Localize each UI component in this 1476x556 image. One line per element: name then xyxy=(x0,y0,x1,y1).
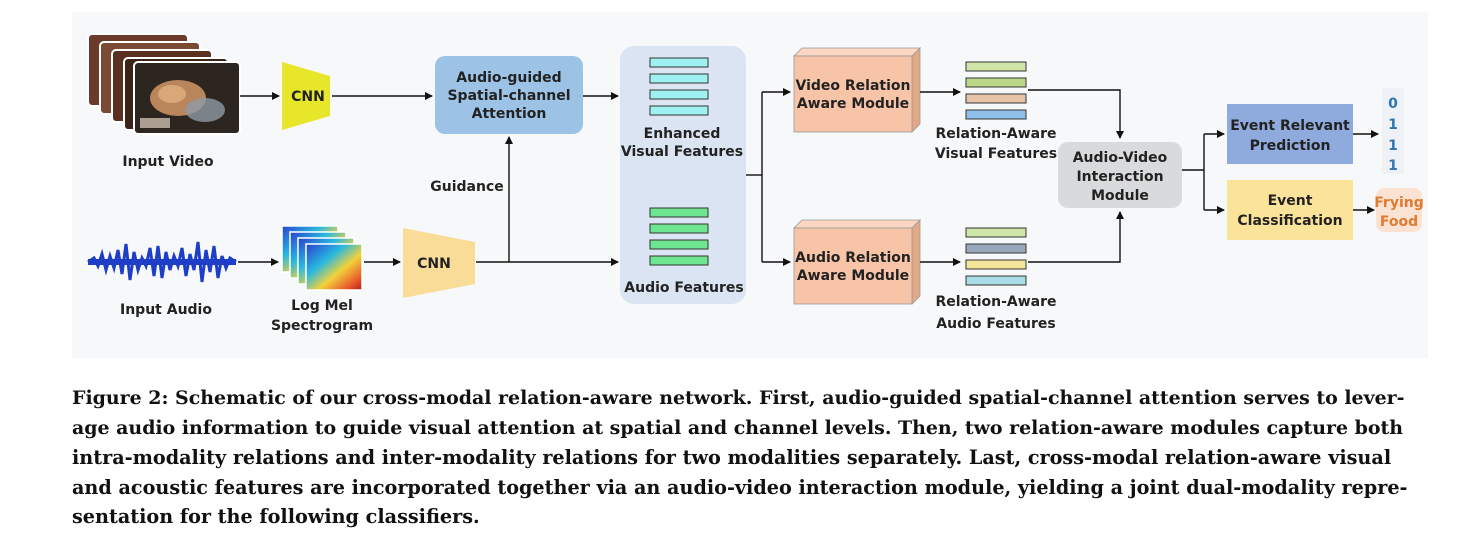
interaction-label-3: Module xyxy=(1091,188,1149,204)
log-mel-spectrogram xyxy=(281,225,363,291)
audio-features-label: Audio Features xyxy=(624,280,743,296)
enhanced-visual-feature-stack xyxy=(649,57,709,116)
ra-visual-label-2: Visual Features xyxy=(935,146,1057,162)
interaction-module xyxy=(1058,142,1182,208)
figure-caption: Figure 2: Schematic of our cross-modal r… xyxy=(72,384,1412,532)
ra-audio-label-2: Audio Features xyxy=(936,316,1055,332)
arrow-audio-to-interaction xyxy=(1028,211,1124,263)
interaction-label-2: Interaction xyxy=(1076,169,1163,185)
event-class-label-2: Classification xyxy=(1237,213,1342,229)
attention-label-3: Attention xyxy=(472,106,547,122)
caption-line-5: sentation for the following classifiers. xyxy=(72,505,480,528)
event-relevant-label-1: Event Relevant xyxy=(1230,118,1350,134)
relevance-output-3: 1 xyxy=(1388,158,1398,174)
class-output-label-2: Food xyxy=(1380,214,1418,230)
input-video-frames xyxy=(87,33,241,135)
enhanced-features-label-2: Visual Features xyxy=(621,144,743,160)
cnn-audio-block xyxy=(403,228,475,298)
guidance-label: Guidance xyxy=(430,179,504,195)
input-audio-label: Input Audio xyxy=(120,302,212,318)
caption-line-1: Figure 2: Schematic of our cross-modal r… xyxy=(72,387,1405,409)
interaction-label-1: Audio-Video xyxy=(1073,150,1168,166)
input-video-label: Input Video xyxy=(122,154,214,170)
enhanced-features-label-1: Enhanced xyxy=(644,126,721,142)
video-relation-module xyxy=(793,47,921,133)
relation-aware-audio-stack xyxy=(965,227,1027,286)
event-relevant-block xyxy=(1227,104,1353,164)
class-output-label-1: Frying xyxy=(1374,195,1424,211)
audio-feature-stack xyxy=(649,207,709,266)
event-class-label-1: Event xyxy=(1268,193,1313,209)
relation-aware-visual-stack xyxy=(965,61,1027,120)
cnn-video-block xyxy=(282,62,330,130)
relevance-output-2: 1 xyxy=(1388,138,1398,154)
attention-label-1: Audio-guided xyxy=(456,70,561,86)
video-relation-label-1: Video Relation xyxy=(796,78,911,94)
ra-visual-label-1: Relation-Aware xyxy=(935,126,1056,142)
audio-relation-label-2: Aware Module xyxy=(797,268,909,284)
audio-relation-module xyxy=(793,219,921,305)
event-class-block xyxy=(1227,180,1353,240)
relevance-output-panel xyxy=(1382,88,1404,174)
audio-relation-label-1: Audio Relation xyxy=(795,250,911,266)
arrow-visual-to-interaction xyxy=(1028,89,1124,139)
cnn-audio-label: CNN xyxy=(417,256,451,272)
caption-line-4: and acoustic features are incorporated t… xyxy=(72,475,1408,499)
cnn-video-label: CNN xyxy=(291,89,325,105)
relevance-output-1: 1 xyxy=(1388,117,1398,133)
attention-label-2: Spatial-channel xyxy=(447,88,570,104)
video-relation-label-2: Aware Module xyxy=(797,96,909,112)
architecture-diagram: Input Video CNN Audio-guided Spatial-cha… xyxy=(72,12,1428,358)
class-output-panel xyxy=(1376,188,1422,232)
caption-line-3: intra-modality relations and inter-modal… xyxy=(72,446,1392,469)
log-mel-label-1: Log Mel xyxy=(291,298,353,314)
relevance-output-0: 0 xyxy=(1388,96,1398,112)
figure-panel xyxy=(72,12,1428,358)
attention-block xyxy=(435,56,583,134)
log-mel-label-2: Spectrogram xyxy=(271,318,373,334)
event-relevant-label-2: Prediction xyxy=(1250,138,1331,154)
caption-line-2: age audio information to guide visual at… xyxy=(72,416,1404,439)
input-audio-waveform xyxy=(87,241,237,283)
ra-audio-label-1: Relation-Aware xyxy=(935,294,1056,310)
